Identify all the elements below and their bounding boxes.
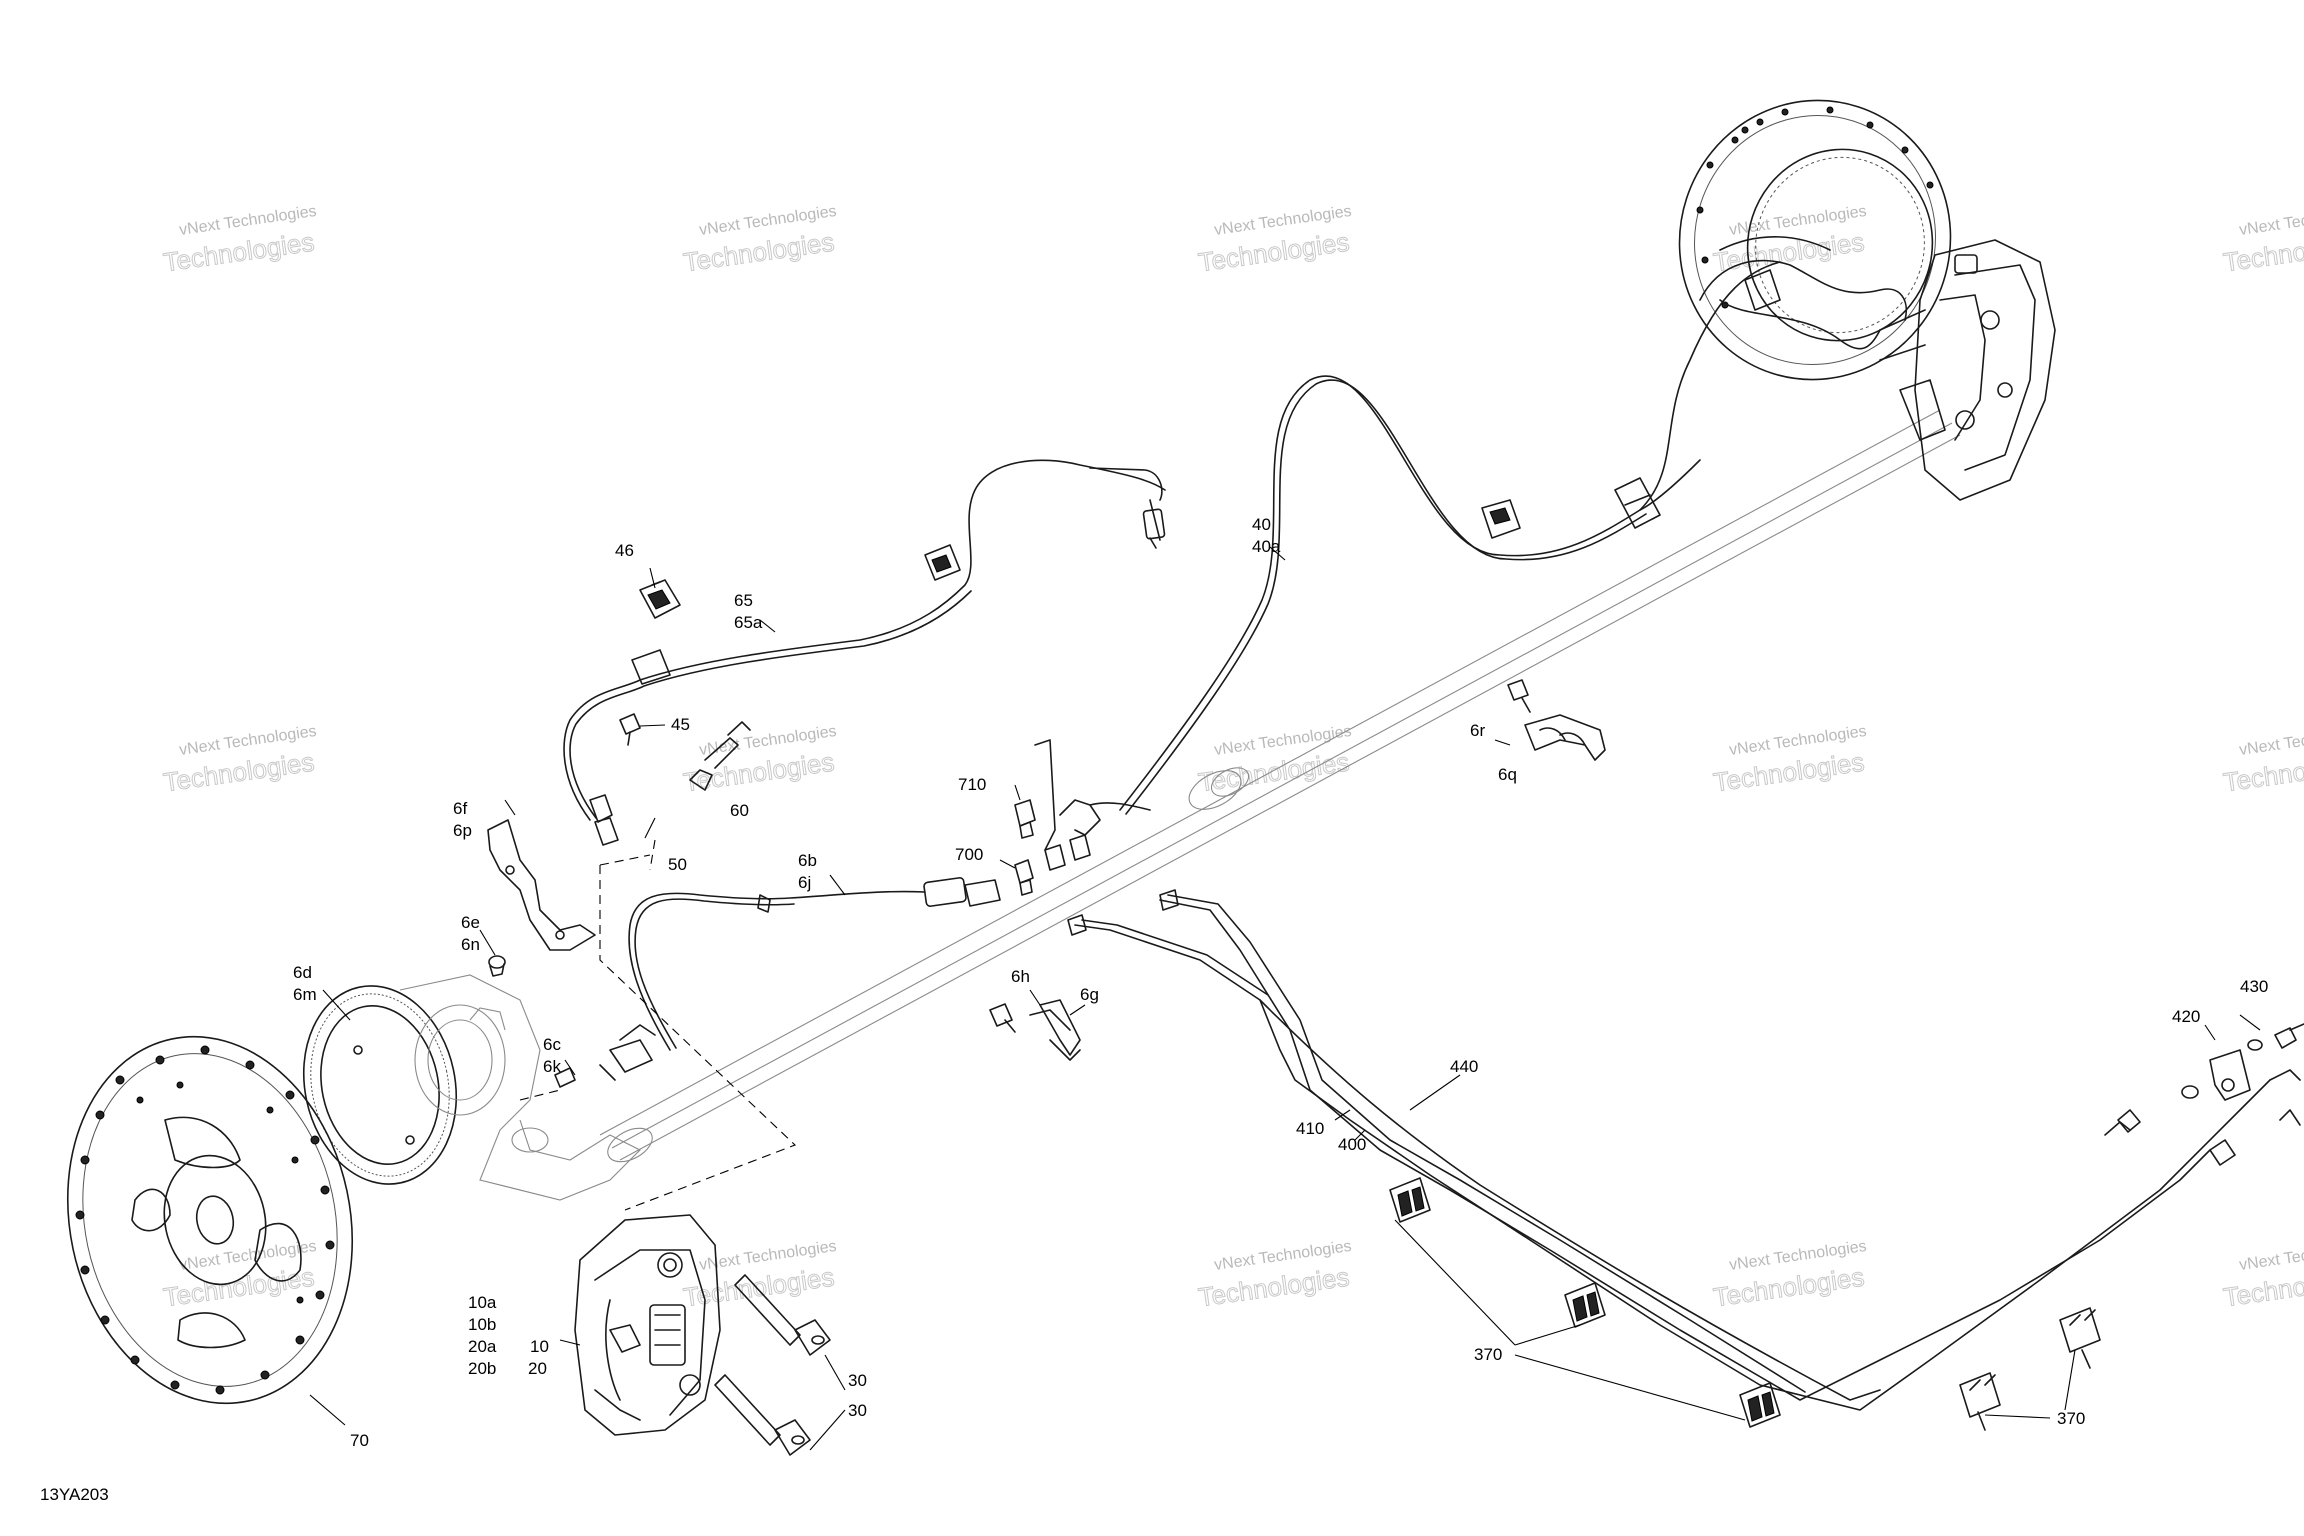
callout-400: 400	[1338, 1135, 1366, 1154]
callout-6c: 6c	[543, 1035, 561, 1054]
callout-10b: 10b	[468, 1315, 496, 1334]
clip-370-a	[1389, 1177, 1431, 1223]
fitting-710	[1014, 799, 1036, 839]
diagram-code: 13YA203	[40, 1485, 109, 1504]
right-caliper	[1879, 239, 2056, 501]
bolt-430	[2274, 1023, 2304, 1049]
bolt-6h	[989, 1003, 1016, 1033]
callout-60: 60	[730, 801, 749, 820]
callout-6f: 6f	[453, 799, 467, 818]
callout-6p: 6p	[453, 821, 472, 840]
fitting-60	[689, 721, 751, 791]
callout-46: 46	[615, 541, 634, 560]
callout-440: 440	[1450, 1057, 1478, 1076]
brake-hose-65	[563, 459, 1166, 846]
watermark-text: vNext Technologies	[2238, 723, 2304, 759]
bolt-30-lower	[714, 1374, 811, 1456]
callout-6e: 6e	[461, 913, 480, 932]
abs-sensor-6c	[554, 1024, 656, 1088]
callout-6j: 6j	[798, 873, 811, 892]
leader-lines	[309, 546, 2261, 1451]
fitting-700	[1014, 859, 1034, 896]
callout-20: 20	[528, 1359, 547, 1378]
callout-410: 410	[1296, 1119, 1324, 1138]
callout-6h: 6h	[1011, 967, 1030, 986]
callout-370: 370	[1474, 1345, 1502, 1364]
tone-ring-6d	[302, 985, 458, 1185]
callout-6m: 6m	[293, 985, 317, 1004]
callout-labels: 46 65 65a 45 60 50 6f 6p 6e 6n 6d 6m 6c …	[40, 515, 2268, 1504]
callout-50: 50	[668, 855, 687, 874]
callout-40a: 40a	[1252, 537, 1281, 556]
clamp-46	[639, 579, 681, 619]
callout-10a: 10a	[468, 1293, 497, 1312]
callout-430: 430	[2240, 977, 2268, 996]
rear-axle	[599, 409, 1961, 1163]
callout-370: 370	[2057, 1409, 2085, 1428]
bolt-30-upper	[734, 1274, 831, 1356]
bolt-45	[619, 713, 641, 746]
clip-370-c	[1739, 1382, 1781, 1428]
watermark-text: vNext Technologies	[2238, 203, 2304, 239]
callout-65a: 65a	[734, 613, 763, 632]
brake-lines-400-410-440	[1067, 889, 2301, 1411]
callout-30: 30	[848, 1371, 867, 1390]
callout-6k: 6k	[543, 1057, 561, 1076]
left-brake-disc	[66, 1035, 354, 1405]
screw-6e	[488, 955, 506, 977]
banjo-420	[2181, 1039, 2263, 1101]
callout-420: 420	[2172, 1007, 2200, 1026]
callout-710: 710	[958, 775, 986, 794]
callout-700: 700	[955, 845, 983, 864]
callout-30: 30	[848, 1401, 867, 1420]
clip-370-b	[1564, 1282, 1606, 1328]
callout-40: 40	[1252, 515, 1271, 534]
callout-6n: 6n	[461, 935, 480, 954]
clip-370-d	[1959, 1372, 2001, 1431]
callout-20a: 20a	[468, 1337, 497, 1356]
callout-65: 65	[734, 591, 753, 610]
right-brake-disc	[1678, 99, 1952, 381]
callout-10: 10	[530, 1337, 549, 1356]
watermark-text: vNext Technologies	[2238, 1238, 2304, 1274]
clip-370-e	[2059, 1307, 2101, 1369]
callout-45: 45	[671, 715, 690, 734]
bracket-6g	[1029, 999, 1081, 1061]
assembly-dashed-lines	[519, 839, 797, 1211]
bolt-6r	[1507, 679, 1531, 713]
callout-6g: 6g	[1080, 985, 1099, 1004]
bracket-6f	[487, 819, 596, 951]
callout-6q: 6q	[1498, 765, 1517, 784]
left-caliper	[574, 1214, 721, 1436]
callout-20b: 20b	[468, 1359, 496, 1378]
abs-wire-6b	[628, 877, 1001, 1051]
bracket-6q	[1524, 714, 1606, 761]
callout-6d: 6d	[293, 963, 312, 982]
callout-70: 70	[350, 1431, 369, 1450]
rear-hub-knuckle	[399, 974, 641, 1201]
callout-6b: 6b	[798, 851, 817, 870]
harness-40	[1119, 236, 1907, 815]
callout-6r: 6r	[1470, 721, 1485, 740]
line-tees	[1034, 739, 1151, 871]
